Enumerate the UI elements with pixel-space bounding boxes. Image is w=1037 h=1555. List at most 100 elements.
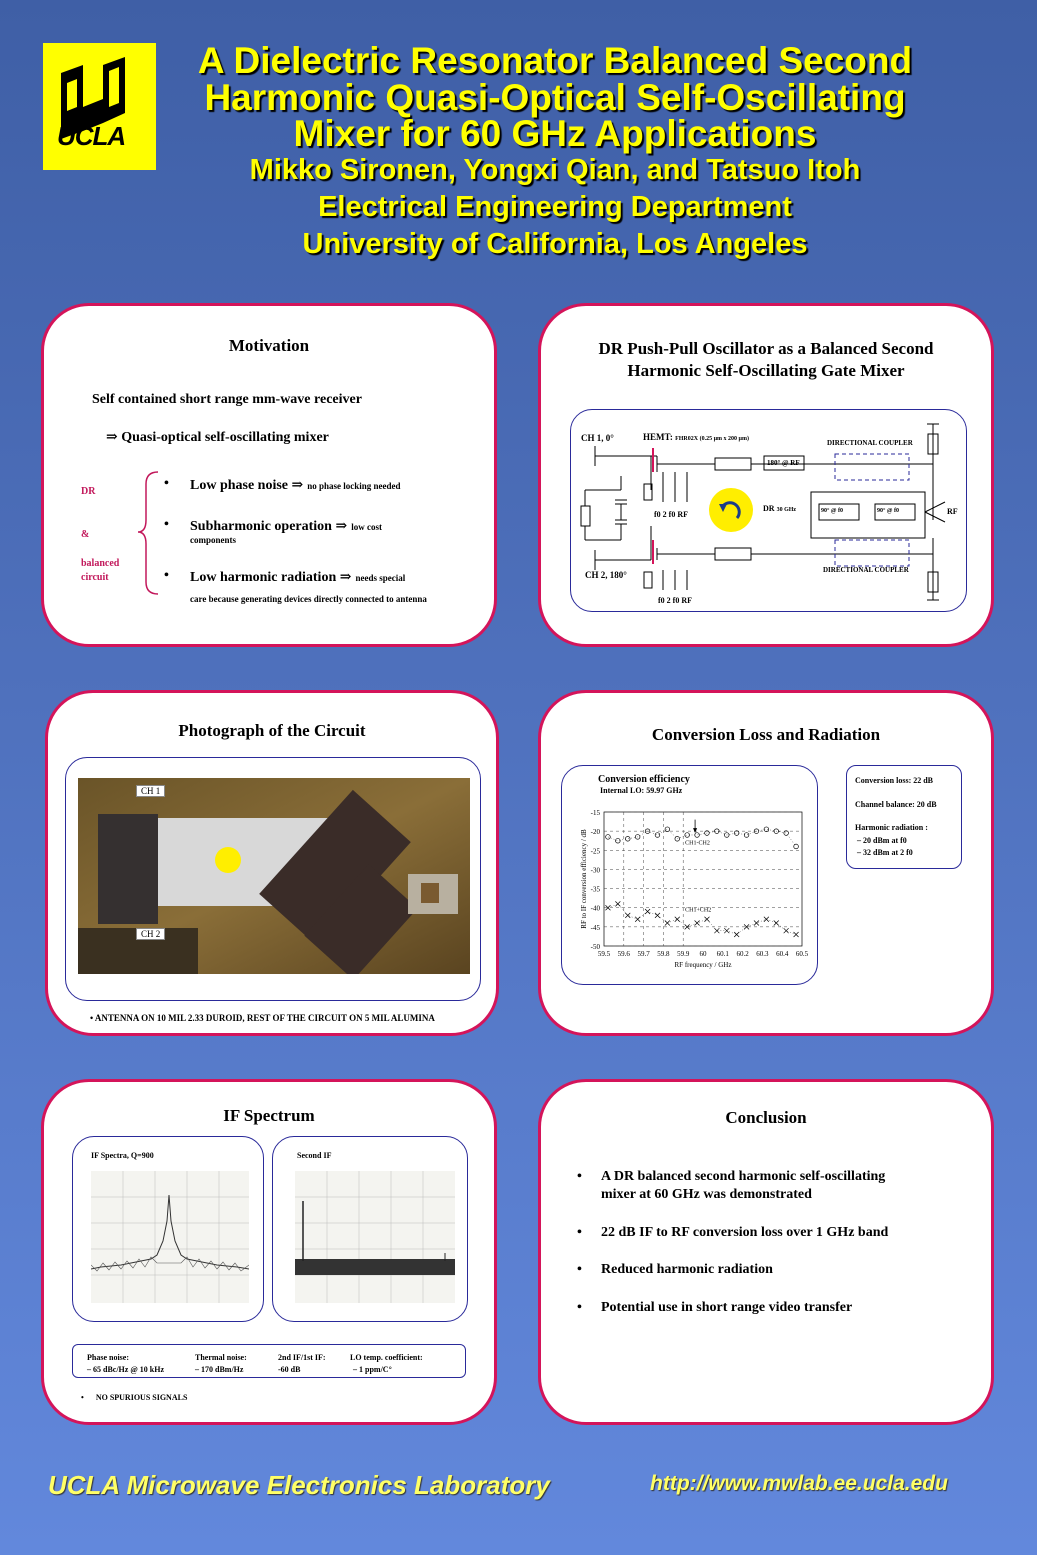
data-point (625, 836, 631, 842)
if-plot-1-frame: IF Spectra, Q=900 (72, 1136, 264, 1322)
side-balanced: balanced (81, 558, 120, 569)
data-point (793, 931, 799, 938)
conclusion-item-1a: A DR balanced second harmonic self-oscil… (601, 1169, 886, 1184)
if-spectrum-panel: IF Spectrum IF Spectra, Q=900 Second IF (41, 1079, 497, 1425)
authors: Mikko Sironen, Yongxi Qian, and Tatsuo I… (249, 154, 861, 186)
conclusion-item-2: 22 dB IF to RF conversion loss over 1 GH… (601, 1225, 889, 1240)
data-point (783, 830, 789, 836)
dielectric-resonator (709, 488, 753, 532)
data-point (615, 901, 621, 907)
ucla-logo: UCLA (43, 43, 156, 170)
stat-conversion-loss: Conversion loss: 22 dB (855, 776, 934, 785)
series-line (607, 828, 797, 847)
data-point (605, 834, 611, 840)
y-tick-label: -25 (591, 847, 601, 855)
side-circuit: circuit (81, 572, 109, 583)
conclusion-panel: Conclusion • A DR balanced second harmon… (538, 1079, 994, 1425)
dr-oscillator-panel: DR Push-Pull Oscillator as a Balanced Se… (538, 303, 994, 647)
spec-phase-noise-val: – 65 dBc/Hz @ 10 kHz (87, 1365, 164, 1374)
data-point (654, 832, 661, 838)
ch2-label: CH 2, 180° (585, 570, 627, 580)
university: University of California, Los Angeles (302, 228, 808, 260)
data-point (753, 828, 760, 834)
no-spurious-text: NO SPURIOUS SIGNALS (95, 1393, 188, 1402)
bullet-3-small-2: care because generating devices directly… (190, 594, 427, 604)
freqs-bottom: f0 2 f0 RF (658, 596, 692, 605)
series-label: CH1+CH2 (685, 908, 711, 914)
x-axis-label: RF frequency / GHz (675, 961, 732, 969)
dr-freq: 30 GHz (776, 507, 797, 513)
data-point (694, 920, 700, 926)
data-point (694, 832, 700, 838)
data-point (704, 916, 710, 922)
if-spectrum-plot-2 (295, 1171, 455, 1303)
if-title: IF Spectrum (223, 1106, 315, 1125)
dir-coupler-bottom: DIRECTIONAL COUPLER (823, 566, 909, 574)
if-spectrum-plot-1 (91, 1171, 249, 1303)
photograph-panel: Photograph of the Circuit CH 1 CH 2 • AN… (45, 690, 499, 1036)
circuit-photo (78, 778, 470, 974)
stat-2f0: – 32 dBm at 2 f0 (857, 848, 913, 857)
spec-second-if-val: -60 dB (278, 1365, 301, 1374)
bullet-2-small: low cost (351, 522, 382, 532)
plot-area (603, 811, 803, 947)
bullet-dot: • (164, 568, 169, 583)
data-point (773, 920, 780, 926)
photo-ch2: CH 2 (136, 928, 166, 940)
conclusion-bullet: • (577, 1225, 582, 1240)
footer-url[interactable]: http://www.mwlab.ee.ucla.edu (650, 1472, 948, 1495)
data-point (684, 924, 690, 930)
stat-channel-balance: Channel balance: 20 dB (855, 800, 937, 809)
conversion-panel: Conversion Loss and Radiation Conversion… (538, 690, 994, 1036)
x-tick-label: 60.3 (756, 950, 769, 958)
if-specs-box: Phase noise: – 65 dBc/Hz @ 10 kHz Therma… (72, 1344, 466, 1378)
x-tick-label: 60.5 (796, 950, 809, 958)
lo-arrow-head (693, 828, 698, 834)
ucla-logo-mark (61, 57, 125, 139)
no-spurious-note: • NO SPURIOUS SIGNALS (81, 1393, 188, 1402)
bullet-3: Low harmonic radiation ⇒ needs special (190, 568, 405, 586)
spec-lo-temp: LO temp. coefficient: (350, 1353, 423, 1362)
footer-lab: UCLA Microwave Electronics Laboratory (48, 1470, 550, 1500)
y-tick-label: -45 (591, 924, 601, 932)
bullet-1-main: Low phase noise ⇒ (190, 478, 304, 493)
data-point (684, 832, 690, 838)
x-tick-label: 59.5 (598, 950, 611, 958)
data-point (615, 838, 621, 844)
motivation-title: Motivation (228, 336, 310, 355)
series-line (607, 903, 797, 935)
x-tick-label: 59.6 (618, 950, 631, 958)
x-tick-label: 59.8 (657, 950, 670, 958)
logo-text: UCLA (57, 121, 126, 151)
photo-note-text: ANTENNA ON 10 MIL 2.33 DUROID, REST OF T… (94, 1013, 435, 1023)
data-point (714, 828, 720, 834)
bullet-2-main: Subharmonic operation ⇒ (190, 519, 348, 534)
spec-second-if: 2nd IF/1st IF: (278, 1353, 326, 1362)
if-plot-1-title: IF Spectra, Q=900 (91, 1151, 154, 1160)
dir-coupler-top: DIRECTIONAL COUPLER (827, 439, 913, 447)
conclusion-item-3: Reduced harmonic radiation (601, 1262, 773, 1277)
y-tick-label: -15 (591, 809, 601, 817)
data-point (724, 927, 730, 934)
data-point (733, 931, 740, 938)
rf-port: RF (947, 507, 958, 516)
spec-phase-noise: Phase noise: (87, 1353, 129, 1362)
side-amp: & (81, 529, 90, 540)
conclusion-bullet: • (577, 1169, 582, 1184)
photograph-title: Photograph of the Circuit (178, 721, 366, 740)
spec-thermal-noise: Thermal noise: (195, 1353, 247, 1362)
if-plot-2-title: Second IF (297, 1151, 332, 1160)
data-point (724, 832, 730, 838)
series-label: CH1-CH2 (685, 841, 710, 847)
title-line-3: Mixer for 60 GHz Applications (293, 113, 817, 154)
chart-subtitle: Internal LO: 59.97 GHz (600, 786, 683, 795)
if-plot-2-frame: Second IF (272, 1136, 468, 1322)
chart-frame: Conversion efficiency Internal LO: 59.97… (561, 765, 818, 985)
data-point (664, 920, 671, 926)
department: Electrical Engineering Department (318, 191, 792, 223)
bullet-2-small-2: components (190, 535, 237, 545)
title-line-2: Harmonic Quasi-Optical Self-Oscillating (204, 77, 906, 118)
x-tick-label: 60.2 (736, 950, 749, 958)
chart-title: Conversion efficiency (598, 774, 690, 785)
